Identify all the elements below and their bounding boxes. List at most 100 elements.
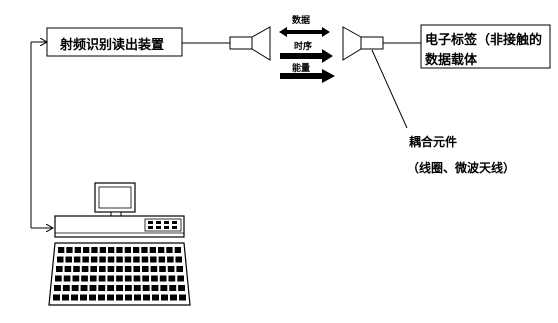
keyboard-key [170, 294, 177, 301]
keyboard-key [133, 247, 140, 253]
keyboard-key [124, 275, 132, 282]
keyboard-key [108, 247, 115, 253]
keyboard-key [167, 266, 175, 272]
keyboard-key [134, 294, 141, 301]
keyboard-key [176, 266, 183, 272]
keyboard-key [58, 247, 65, 253]
keyboard-key [133, 266, 140, 272]
tag-antenna [342, 26, 384, 61]
keyboard-key [63, 275, 71, 282]
keyboard-key [141, 247, 148, 253]
timing-channel-label: 时序 [294, 42, 313, 52]
data-double-arrow [279, 27, 330, 37]
keyboard-key [80, 285, 88, 291]
reader-antenna [229, 26, 271, 61]
keyboard-key [116, 256, 123, 263]
keyboard-key [107, 294, 114, 301]
keyboard-key [151, 285, 159, 291]
keyboard-key [168, 275, 176, 282]
coupling-pointer-line [371, 49, 408, 129]
keyboard-key [90, 266, 97, 272]
keyboard-key [99, 247, 106, 253]
monitor [94, 182, 136, 217]
keyboard-key [116, 294, 123, 301]
coupling-label-line2: （线圈、微波天线） [407, 161, 516, 175]
keyboard-key [125, 294, 132, 301]
keyboard-key [167, 256, 174, 263]
keyboard-key [160, 285, 168, 291]
keyboard-key [74, 247, 81, 253]
keyboard-key [107, 256, 115, 263]
keyboard-key [133, 285, 141, 291]
keyboard-key [107, 275, 115, 282]
keyboard-key [179, 294, 186, 301]
keyboard-key [150, 266, 158, 272]
keyboard-key [142, 266, 149, 272]
keyboard-key [99, 266, 106, 272]
keyboard-key [178, 285, 185, 291]
energy-channel-label: 能量 [292, 64, 311, 74]
keyboard-key [83, 247, 90, 253]
keyboard-key [89, 294, 96, 301]
reader-label: 射频识别读出装置 [60, 38, 165, 53]
keyboard-key [98, 275, 106, 282]
keyboard-key [116, 266, 123, 272]
computer [48, 182, 191, 306]
keyboard-key [159, 275, 167, 282]
keyboard-key [141, 256, 149, 263]
keyboard-key [98, 285, 106, 291]
keyboard-key [124, 266, 132, 272]
keyboard-key [152, 294, 159, 301]
timing-arrow [280, 49, 333, 63]
keyboard-key [133, 275, 141, 282]
keyboard-key [71, 285, 79, 291]
keyboard-key [98, 294, 105, 301]
keyboard-key [107, 285, 115, 291]
keyboard-key [89, 275, 97, 282]
keyboard-key [124, 256, 132, 263]
keyboard-key [81, 275, 88, 282]
reader-box [46, 27, 183, 57]
keyboard-key [169, 285, 177, 291]
tag-box [420, 24, 551, 69]
data-channel-label: 数据 [292, 16, 311, 26]
keyboard-key [149, 247, 156, 253]
keyboard-key [91, 247, 98, 253]
keyboard-key [158, 256, 166, 263]
keyboard-key [90, 256, 98, 263]
keyboard-key [82, 256, 89, 263]
keyboard-key [166, 247, 173, 253]
keyboard-key [150, 256, 157, 263]
keyboard-key [53, 294, 60, 301]
keyboard-key [124, 247, 131, 253]
keyboard-key [73, 266, 80, 272]
keyboard-key [57, 256, 64, 263]
keyboard-key [177, 275, 184, 282]
keyboard-key [89, 285, 97, 291]
keyboard-key [99, 256, 106, 263]
keyboard-key [72, 275, 80, 282]
tag-label-line1: 电子标签（非接触的 [425, 33, 543, 48]
keyboard-key [175, 256, 182, 263]
keyboard-key [143, 294, 150, 301]
keyboard-key [133, 256, 140, 263]
keyboard-key [55, 275, 62, 282]
coupling-label-line1: 耦合元件 [409, 135, 458, 149]
keyboard-key [80, 294, 87, 301]
keyboard-key [62, 294, 69, 301]
keyboard-key [161, 294, 168, 301]
keyboard-key [142, 275, 149, 282]
keyboard-key [66, 247, 73, 253]
reader-computer-connector [30, 42, 53, 228]
keyboard-key [124, 285, 132, 291]
keyboard-key [116, 247, 123, 253]
tag-label-line2: 数据载体 [425, 53, 478, 68]
keyboard-key [54, 285, 61, 291]
keyboard-key [159, 266, 166, 272]
keyboard-key [116, 285, 123, 291]
keyboard-key [73, 256, 81, 263]
system-unit [54, 215, 185, 238]
keyboard-key [71, 294, 78, 301]
keyboard-key [174, 247, 181, 253]
